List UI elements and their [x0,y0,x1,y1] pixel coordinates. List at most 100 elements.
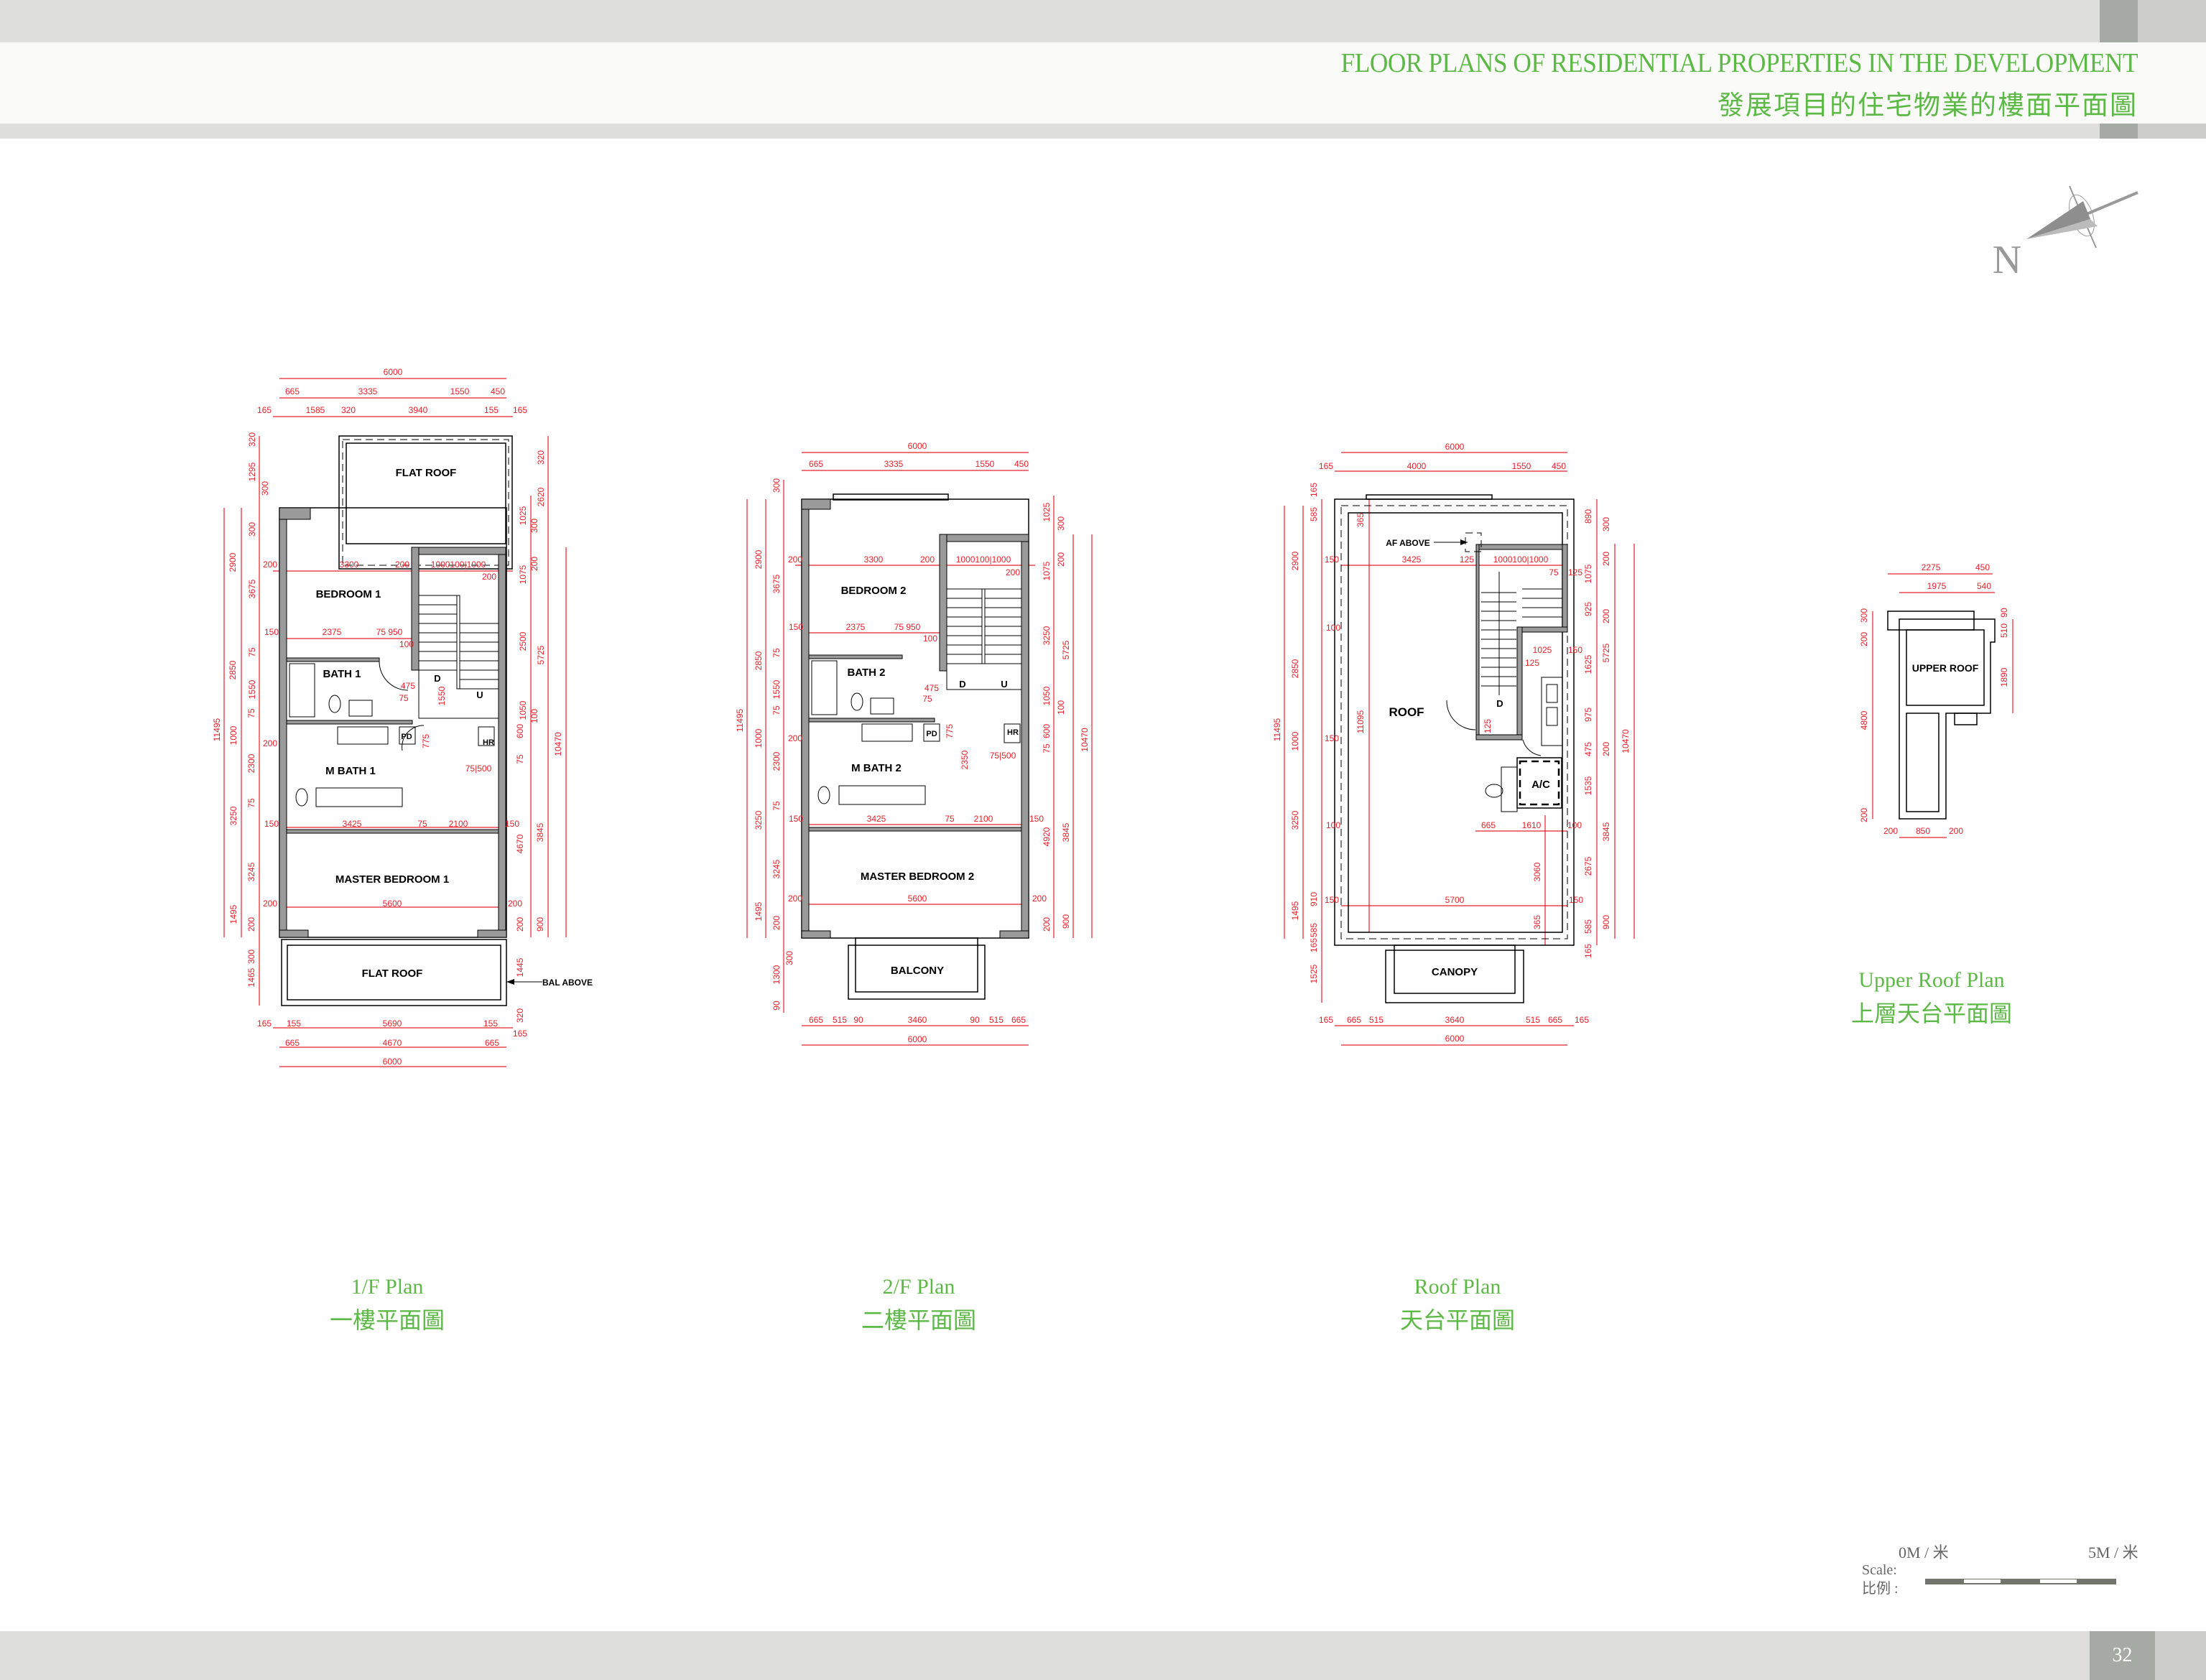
dimension-label: 1550 [975,459,995,469]
dimension-label: 200 [788,554,802,565]
room-label-flat-roof: FLAT ROOF [396,467,457,479]
room-label-balcony: BALCONY [891,965,944,977]
dimension-label: 365 [1355,513,1366,527]
dimension-label: 775 [421,734,431,748]
dimension-label: 1495 [754,901,764,921]
dimension-label: 3675 [771,574,782,593]
dimension-label: 1535 [1583,776,1593,795]
dimension-label: 600 [1042,724,1052,738]
dimension-label: 165 [1319,1015,1333,1025]
label-af-above: AF ABOVE [1386,538,1430,548]
dimension-label: 100 [1326,623,1340,633]
dimension-label: 200 [788,733,802,743]
dimension-label: 300 [784,951,794,965]
dimension-label: 200 [1601,552,1611,566]
dimension-label: 200 [263,738,277,748]
plan-2f: BEDROOM 2 BATH 2 M BATH 2 MASTER BEDROOM… [735,441,1093,1046]
dimension-label: 585 [1309,923,1319,937]
dimension-label: 200 [920,554,935,565]
dimension-label: 1025 [1533,645,1552,655]
dimension-label: 125 [1460,554,1474,565]
room-label-bedroom-2: BEDROOM 2 [841,585,907,597]
dimension-label: 2900 [754,549,764,569]
dimension-label: 2900 [228,552,238,572]
dimension-label: 11095 [1355,710,1366,733]
dimension-label: 90 [853,1015,863,1025]
dimension-label: 200 [1032,894,1047,904]
north-label: N [1993,238,2021,282]
caption-zh: 一樓平面圖 [329,1307,445,1333]
dimension-label: 2850 [754,651,764,670]
dimension-label: 150 [1325,733,1339,743]
dimension-label: 1465 [246,967,256,987]
dimension-label: 2850 [1290,659,1300,678]
dimension-label: 3300 [340,560,359,570]
dimension-label: 200 [771,916,782,930]
dimension-label: 2275 [1922,562,1941,572]
dimension-label: 125 [1483,719,1493,733]
dimension-label: 75 [771,648,782,658]
dimension-label: 1000100|1000 [1493,554,1549,565]
dimension-label: 75 [945,814,955,824]
dimension-lines [223,378,567,1067]
dimension-label: 75 [399,693,409,703]
caption-zh: 上層天台平面圖 [1850,1001,2012,1026]
dimension-label: 125 [1568,567,1582,577]
caption-en: 2/F Plan [882,1275,955,1299]
caption-en: Roof Plan [1414,1275,1501,1299]
dimension-label: 165 [257,1018,272,1029]
dimension-label: 775 [945,724,955,738]
dimension-label: 5725 [1061,640,1071,659]
dimension-label: 600 [515,724,525,738]
plan-1f: FLAT ROOF BEDROOM 1 BATH 1 M BATH 1 MAST… [212,367,593,1067]
dimension-label: 150 [1029,814,1044,824]
dimension-label: 585 [1583,919,1593,934]
dimension-label: 3250 [754,810,764,830]
dimension-label: 515 [989,1015,1004,1025]
dimension-label: 1495 [228,904,238,924]
dimension-lines [1872,573,2013,838]
dimension-label: 1525 [1309,964,1319,983]
dimension-label: 6000 [384,367,403,377]
flat-roof-parapet [338,435,513,570]
dimension-label: 3250 [1290,810,1300,830]
label-stair-down: D [1496,698,1503,709]
label-ac: A/C [1531,779,1550,791]
dimension-label: 6000 [383,1057,402,1067]
dimension-label: 75 [1549,567,1559,577]
dimension-label: 155 [484,405,499,415]
dimension-label: 300 [1601,517,1611,532]
dimension-label: 1585 [306,405,325,415]
dimension-label: 450 [1975,562,1990,572]
dimension-label: 450 [491,386,505,396]
dimension-label: 11495 [735,708,745,732]
bathroom-fixtures [811,660,1021,805]
dimension-label: 155 [287,1018,301,1029]
caption-en: 1/F Plan [351,1275,424,1299]
dimension-label: 300 [771,478,782,493]
dimension-label: 665 [809,1015,823,1025]
dimension-label: 75 [417,819,427,829]
room-label-master-bath-1: M BATH 1 [325,765,376,777]
dimension-label: 3060 [1532,862,1542,881]
dimension-label: 2100 [449,819,468,829]
dimension-label: 1550 [450,386,470,396]
caption-zh: 二樓平面圖 [861,1307,976,1333]
dimension-label: 6000 [1445,442,1465,452]
dimension-label: 150 [264,819,279,829]
dimension-label: 900 [1601,915,1611,929]
dimension-label: 1625 [1583,654,1593,674]
dimension-label: 665 [285,1038,300,1048]
dimension-label: 1295 [247,462,257,481]
dimension-label: 75 [771,705,782,715]
scale-label-en: Scale: [1862,1562,1897,1578]
dimension-label: 200 [1949,826,1963,836]
dimension-label: 1495 [1290,901,1300,920]
dimension-label: 300 [260,481,270,496]
dimension-label: 1550 [1512,461,1531,471]
dimension-label: 150 [1325,554,1339,565]
dimension-label: 515 [1526,1015,1540,1025]
